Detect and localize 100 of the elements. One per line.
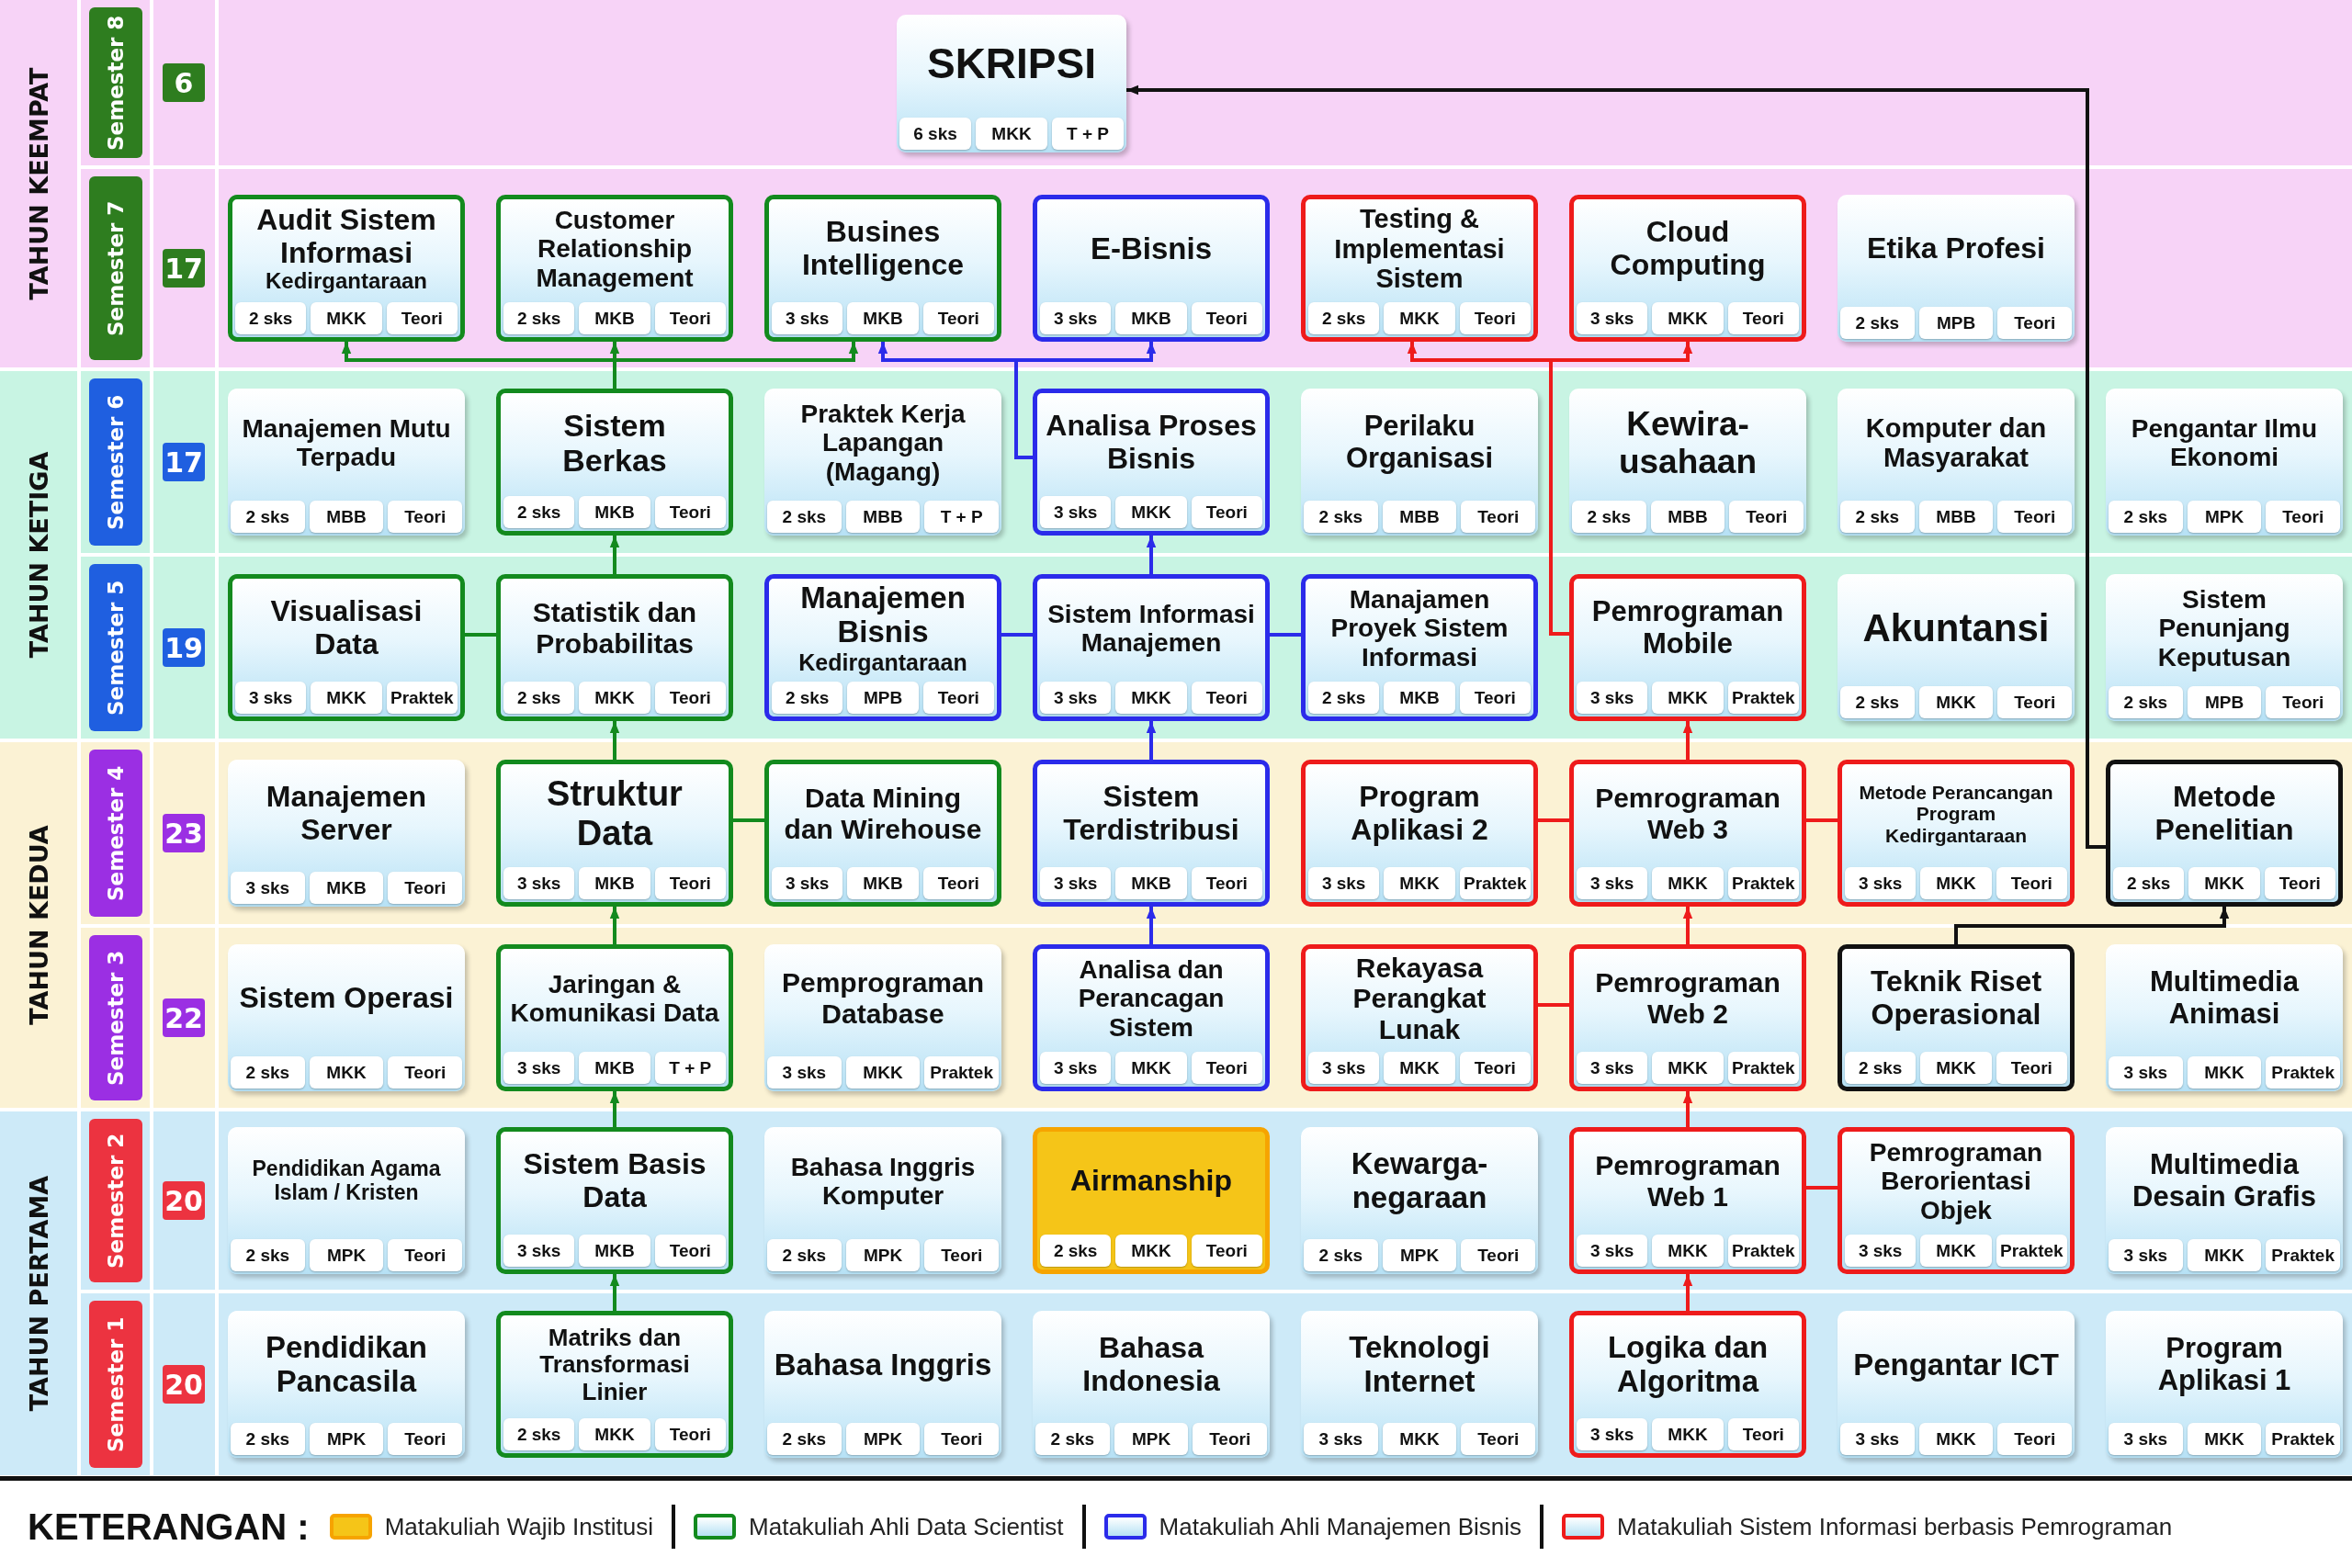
group-tag: MPB (847, 682, 919, 714)
semester-tag: Semester 7 (89, 176, 142, 360)
type-tag: Teori (654, 1418, 726, 1450)
course-title: Sistem Basis Data (522, 1148, 707, 1214)
credit-tag: 2 sks (1572, 501, 1646, 533)
group-tag: MKK (1652, 302, 1724, 334)
group-tag: MBB (309, 501, 384, 533)
credit-tag: 3 sks (1304, 1423, 1378, 1455)
course-title: Program Aplikasi 1 (2156, 1333, 2292, 1397)
credit-tag: 3 sks (503, 1052, 575, 1084)
credit-tag: 3 sks (1577, 867, 1648, 899)
credit-tag: 2 sks (503, 1418, 575, 1450)
course-title: Manajamen Proyek Sistem Informasi (1329, 584, 1510, 672)
course-card (897, 15, 1126, 152)
legend-text: Matakuliah Ahli Manajemen Bisnis (1159, 1512, 1522, 1541)
credit-tag: 2 sks (1304, 1239, 1378, 1271)
credit-total-badge: 22 (163, 998, 205, 1037)
course-title: Manajemen Mutu Terpadu (241, 413, 452, 472)
year-band (0, 371, 2352, 739)
semester-tag: Semester 2 (89, 1119, 142, 1282)
credit-tag: 2 sks (1035, 1423, 1110, 1455)
credit-tag: 2 sks (1840, 686, 1915, 718)
course-title: Multimedia Desain Grafis (2132, 1149, 2317, 1213)
course-title: Jaringan & Komunikasi Data (509, 969, 720, 1028)
course-title: Airmanship (1070, 1165, 1232, 1198)
course-title: Akuntansi (1862, 606, 2050, 650)
course-title: E-Bisnis (1090, 231, 1212, 266)
course-card (1838, 574, 2075, 721)
credit-tag: 2 sks (1040, 1235, 1112, 1267)
type-tag: Teori (1727, 1418, 1799, 1450)
course-title: Metode Penelitian (2154, 781, 2295, 847)
type-tag: Teori (2266, 686, 2340, 718)
course-card (1301, 760, 1538, 907)
course-title: Cloud Computing (1609, 216, 1767, 282)
course-card (228, 574, 465, 721)
group-tag: MKK (976, 118, 1047, 150)
arrow (1682, 1091, 1693, 1127)
group-tag: MPK (1382, 1239, 1457, 1271)
arrow (1954, 907, 2230, 944)
course-title: Perilaku Organisasi (1344, 411, 1495, 475)
type-tag: Teori (654, 1235, 726, 1267)
group-tag: MKK (2187, 1056, 2262, 1089)
group-tag: MKK (1115, 1235, 1187, 1267)
credit-tag: 2 sks (1304, 501, 1378, 533)
type-tag: Teori (924, 1239, 999, 1271)
course-card (228, 1127, 465, 1274)
group-tag: MKB (579, 496, 650, 528)
course-card (764, 760, 1001, 907)
course-card (1569, 944, 1806, 1091)
credit-tag: 3 sks (767, 1056, 842, 1089)
course-card (496, 944, 733, 1091)
legend-text: Matakuliah Sistem Informasi berbasis Pemrograman (1617, 1512, 2173, 1541)
course-subtitle: Kedirgantaraan (265, 269, 428, 295)
group-tag: MBB (845, 501, 921, 533)
course-title: Pemrograman Mobile (1590, 596, 1785, 660)
course-card (496, 195, 733, 342)
course-title: Teknik Riset Operasional (1869, 965, 2043, 1032)
course-title: Bahasa Inggris Komputer (789, 1152, 977, 1211)
credit-tag: 3 sks (503, 867, 575, 899)
course-subtitle: Kedirgantaraan (798, 649, 967, 675)
type-tag: T + P (1052, 118, 1124, 150)
credit-tag: 2 sks (503, 496, 575, 528)
group-tag: MKB (579, 1052, 650, 1084)
credit-tag: 3 sks (1845, 867, 1917, 899)
group-tag: MKK (1918, 686, 1994, 718)
type-tag: Praktek (1727, 1235, 1799, 1267)
course-title: Audit Sistem Informasi (255, 203, 437, 270)
credit-tag: 3 sks (1577, 682, 1648, 714)
course-card (228, 195, 465, 342)
course-title: Etika Profesi (1867, 232, 2045, 265)
year-label: TAHUN KETIGA (24, 451, 53, 659)
group-tag: MKB (1115, 867, 1187, 899)
course-card (764, 1127, 1001, 1274)
course-title: Busines Intelligence (800, 216, 965, 282)
legend-heading: KETERANGAN : (28, 1506, 310, 1548)
type-tag: Teori (1191, 867, 1262, 899)
credit-tag: 2 sks (2109, 686, 2183, 718)
credit-tag: 3 sks (1308, 867, 1380, 899)
connector-line (733, 818, 764, 822)
credit-tag: 2 sks (1845, 1052, 1917, 1084)
course-card (2106, 574, 2343, 721)
group-tag: MKB (579, 1235, 650, 1267)
group-tag: MPB (1918, 307, 1994, 339)
type-tag: Praktek (1727, 1052, 1799, 1084)
type-tag: Teori (1461, 1423, 1535, 1455)
course-title: Sistem Operasi (239, 982, 454, 1015)
group-tag: MKB (579, 867, 650, 899)
group-tag: MKB (847, 867, 919, 899)
course-card (1569, 574, 1806, 721)
credit-tag: 3 sks (1845, 1235, 1917, 1267)
course-card (2106, 389, 2343, 536)
credit-tag: 3 sks (772, 867, 843, 899)
arrow (609, 721, 620, 760)
credit-tag: 2 sks (235, 302, 307, 334)
course-card (764, 574, 1001, 721)
course-title: Pendidikan Pancasila (264, 1331, 428, 1399)
group-tag: MKK (311, 302, 382, 334)
course-card (1838, 760, 2075, 907)
group-tag: MPK (845, 1239, 921, 1271)
group-tag: MKK (1920, 1052, 1992, 1084)
